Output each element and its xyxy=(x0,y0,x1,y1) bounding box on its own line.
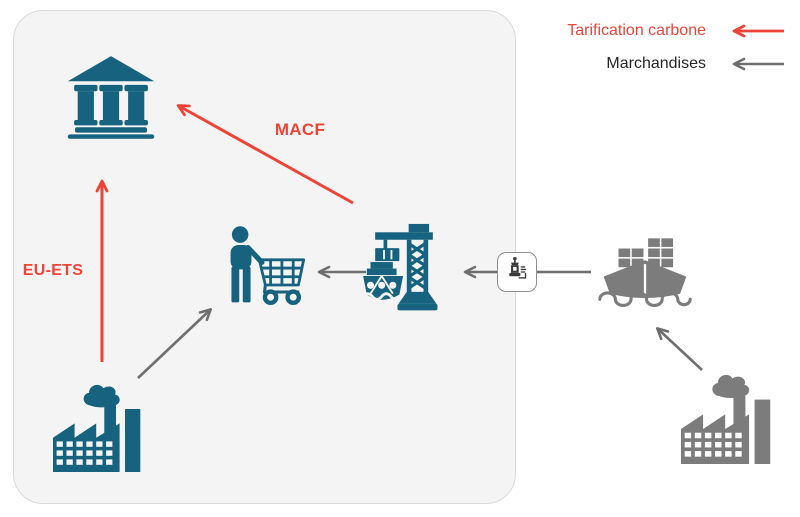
eu-factory-node xyxy=(53,382,143,472)
legend: Tarification carbone Marchandises xyxy=(567,20,786,74)
legend-label-goods: Marchandises xyxy=(606,55,706,72)
port-crane-ship-icon xyxy=(362,223,446,316)
legend-row-carbon: Tarification carbone xyxy=(567,20,786,41)
legend-arrow-goods-icon xyxy=(732,57,784,70)
legend-row-goods: Marchandises xyxy=(567,53,786,74)
bank-node xyxy=(66,56,156,139)
eu-zone-panel xyxy=(13,10,516,504)
foreign-ship-node xyxy=(598,229,692,307)
consumer-node xyxy=(221,225,308,312)
bank-building-icon xyxy=(66,56,156,139)
port-node xyxy=(362,223,446,316)
macf-label: MACF xyxy=(274,120,326,139)
factory-icon xyxy=(53,382,143,472)
person-shopping-cart-icon xyxy=(221,225,308,312)
customs-stamp-icon xyxy=(500,255,534,289)
legend-arrow-carbon-icon xyxy=(732,24,784,37)
cargo-ship-icon xyxy=(598,229,692,307)
euets-label: EU-ETS xyxy=(22,262,84,279)
factory-icon xyxy=(681,372,773,464)
customs-stamp-badge xyxy=(497,252,537,292)
arrow-goods-foreign-factory-to-ship xyxy=(655,327,703,371)
legend-label-carbon: Tarification carbone xyxy=(567,22,706,39)
foreign-factory-node xyxy=(681,372,773,464)
